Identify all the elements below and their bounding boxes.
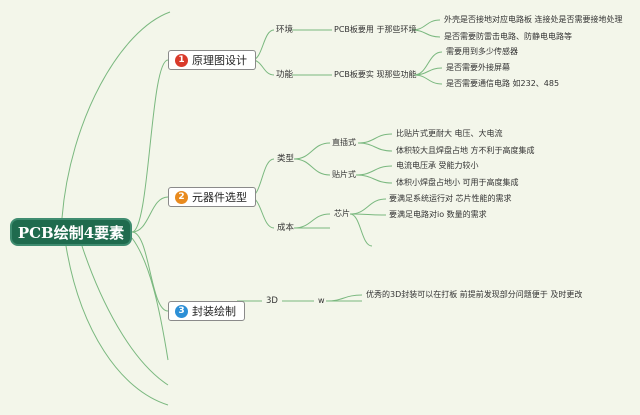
- connector-line: [349, 198, 387, 215]
- connector-line: [293, 213, 331, 229]
- connector-line: [349, 213, 373, 247]
- root-node[interactable]: PCB绘制4要素: [10, 218, 132, 246]
- leaf-communication[interactable]: 是否需要通信电路 如232、485: [446, 79, 560, 88]
- number-badge: 1: [175, 53, 188, 67]
- node-function[interactable]: 功能: [276, 70, 294, 80]
- branch-label: 封装绘制: [192, 305, 236, 318]
- node-through-hole[interactable]: 直插式: [332, 138, 356, 147]
- leaf-sensors[interactable]: 需要用到多少传感器: [446, 47, 518, 56]
- connector-line: [65, 245, 169, 406]
- connector-line: [355, 165, 393, 176]
- node-chip[interactable]: 芯片: [334, 209, 350, 218]
- connector-line: [411, 29, 441, 38]
- branch-schematic[interactable]: 1 原理图设计: [168, 50, 256, 70]
- connector-line: [61, 11, 171, 219]
- number-badge: 2: [175, 190, 188, 204]
- node-environment-detail[interactable]: PCB板要用 于那些环境: [334, 25, 417, 34]
- node-3d[interactable]: 3D: [266, 296, 278, 306]
- leaf-smd-con[interactable]: 电流电压承 受能力较小: [396, 161, 479, 170]
- branch-label: 原理图设计: [192, 54, 247, 67]
- node-smd[interactable]: 贴片式: [332, 170, 356, 179]
- connector-line: [293, 158, 331, 176]
- number-badge: 3: [175, 304, 188, 318]
- connector-line: [131, 231, 169, 312]
- branch-components[interactable]: 2 元器件选型: [168, 187, 256, 207]
- leaf-chip-performance[interactable]: 要满足系统运行对 芯片性能的需求: [389, 194, 512, 203]
- connector-line: [81, 245, 169, 386]
- connector-line: [325, 294, 363, 302]
- root-title: PCB绘制4要素: [17, 223, 125, 242]
- connector-line: [131, 237, 169, 361]
- leaf-screen[interactable]: 是否需要外接屏幕: [446, 63, 510, 72]
- connector-line: [293, 142, 331, 160]
- leaf-chip-io[interactable]: 要满足电路对io 数量的需求: [389, 210, 487, 219]
- node-type[interactable]: 类型: [277, 154, 295, 164]
- connector-line: [357, 133, 393, 144]
- leaf-through-hole-pro[interactable]: 比贴片式更耐大 电压、大电流: [396, 129, 503, 138]
- leaf-protection[interactable]: 是否需要防雷击电路、防静电电路等: [444, 32, 572, 41]
- node-cost[interactable]: 成本: [277, 223, 295, 233]
- leaf-through-hole-con[interactable]: 体积较大且焊盘占地 方不利于高度集成: [396, 146, 535, 155]
- node-w[interactable]: w: [318, 296, 325, 305]
- connector-line: [355, 174, 393, 184]
- connector-line: [357, 142, 393, 152]
- connector-line: [349, 213, 387, 216]
- connector-line: [131, 59, 169, 233]
- connector-line: [413, 74, 443, 85]
- leaf-3d-advantage[interactable]: 优秀的3D封装可以在打板 前提前发现部分问题便于 及时更改: [366, 290, 583, 299]
- branch-footprint[interactable]: 3 封装绘制: [168, 301, 245, 321]
- connector-line: [131, 196, 169, 233]
- node-function-detail[interactable]: PCB板要实 现那些功能: [334, 70, 417, 79]
- leaf-grounding[interactable]: 外壳是否接地对应电路板 连接处是否需要接地处理: [444, 15, 623, 24]
- branch-label: 元器件选型: [192, 191, 247, 204]
- node-environment[interactable]: 环境: [276, 25, 294, 35]
- leaf-smd-pro[interactable]: 体积小焊盘占地小 可用于高度集成: [396, 178, 519, 187]
